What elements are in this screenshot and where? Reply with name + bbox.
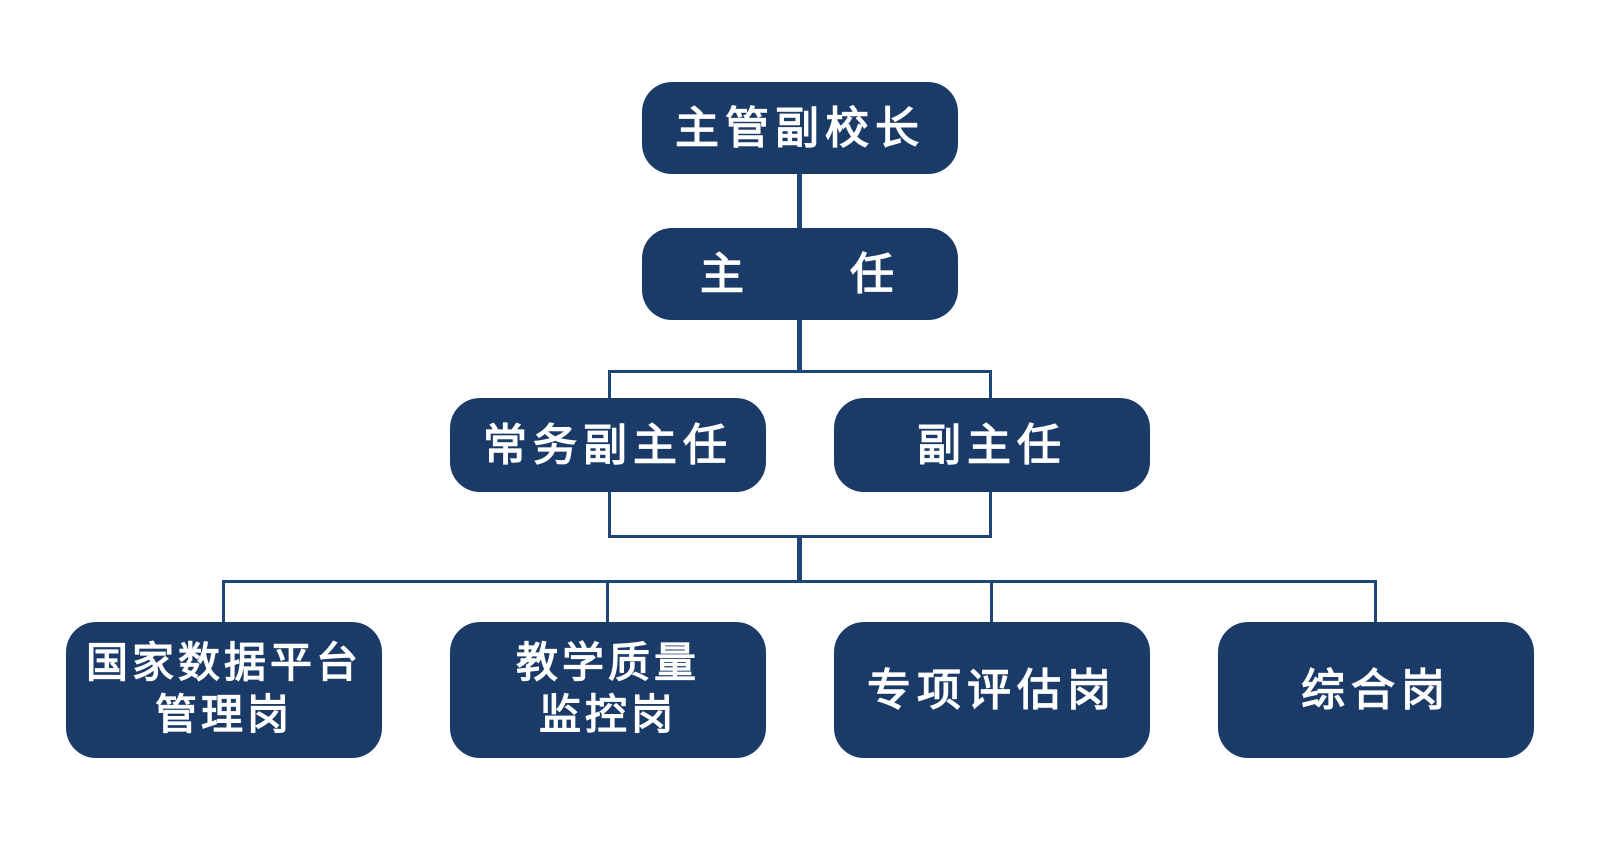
- connector-stem-director-to-bar: [797, 320, 802, 373]
- node-teaching-quality-monitoring-post: 教学质量 监控岗: [450, 622, 766, 758]
- node-comprehensive-post: 综合岗: [1218, 622, 1534, 758]
- connector-drop-teaching-quality-post: [606, 580, 609, 624]
- node-national-data-platform-management-post: 国家数据平台 管理岗: [66, 622, 382, 758]
- node-label: 主管副校长: [675, 103, 925, 153]
- node-label: 副主任: [917, 420, 1067, 470]
- node-label: 综合岗: [1301, 665, 1451, 715]
- node-label-line1: 国家数据平台: [85, 640, 362, 687]
- connector-stem-to-level4: [797, 535, 802, 583]
- node-director: 主 任: [642, 228, 958, 320]
- connector-stem-vp-to-director: [797, 174, 802, 228]
- node-label: 主 任: [700, 249, 900, 299]
- connector-drop-comprehensive-post: [1374, 580, 1377, 624]
- connector-distribution-bar-level4: [222, 580, 1377, 583]
- connector-drop-data-platform-post: [222, 580, 225, 624]
- connector-drop-special-evaluation-post: [990, 580, 993, 624]
- node-executive-deputy-director: 常务副主任: [450, 398, 766, 492]
- node-label-line2: 监控岗: [538, 693, 677, 739]
- node-supervising-vice-principal: 主管副校长: [642, 82, 958, 174]
- node-label: 常务副主任: [483, 420, 733, 470]
- connector-top-bar-level3: [608, 370, 992, 373]
- node-deputy-director: 副主任: [834, 398, 1150, 492]
- node-label-line1: 教学质量: [515, 640, 700, 687]
- node-special-evaluation-post: 专项评估岗: [834, 622, 1150, 758]
- node-label-line2: 管理岗: [154, 693, 293, 739]
- node-label: 专项评估岗: [867, 665, 1117, 715]
